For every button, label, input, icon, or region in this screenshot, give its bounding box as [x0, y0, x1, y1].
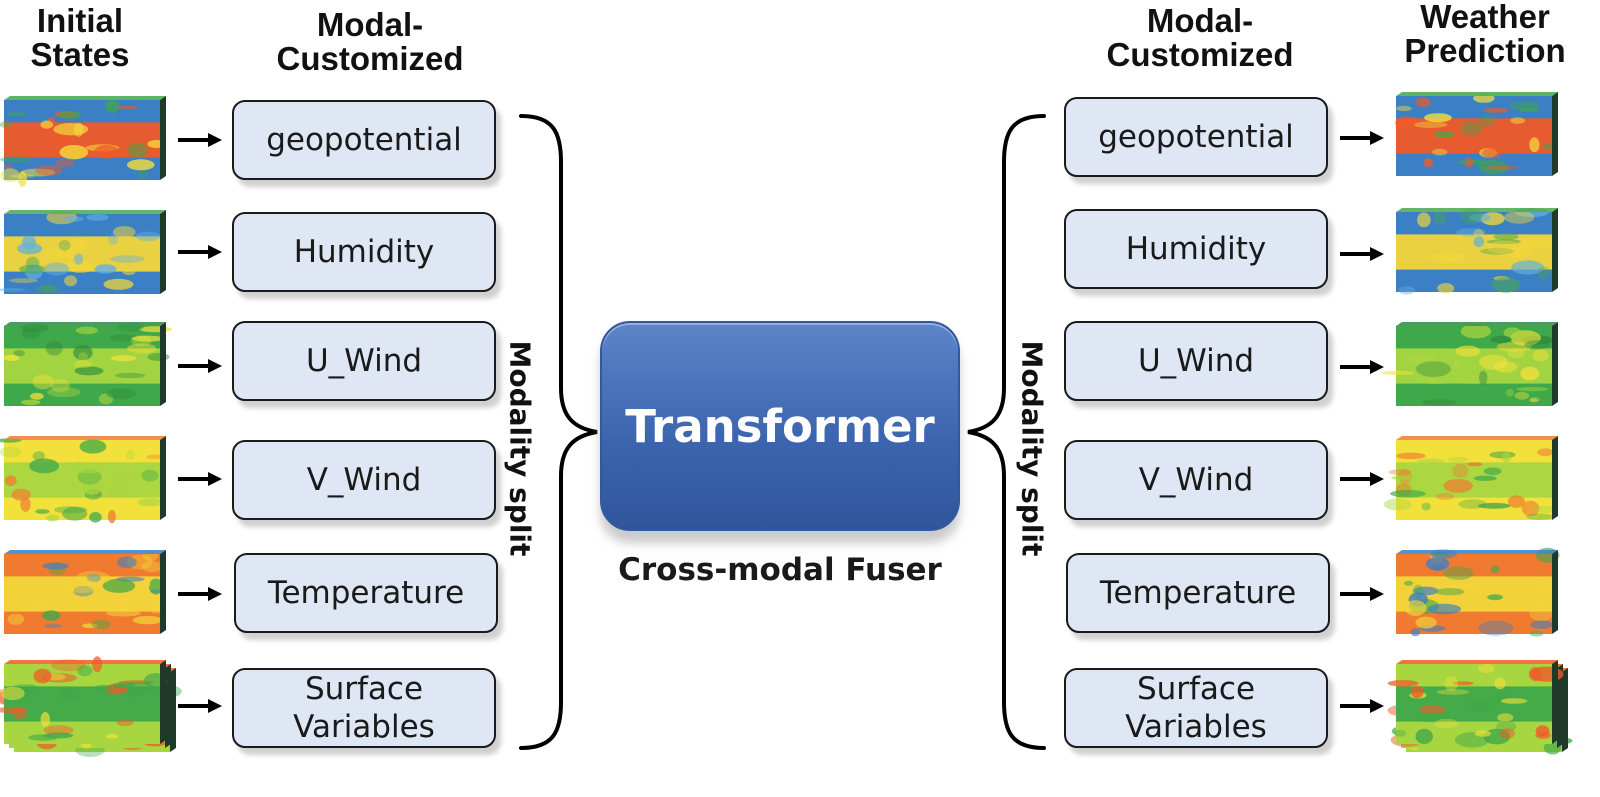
arrow-right-icon — [1340, 587, 1384, 601]
map-layer — [0, 656, 167, 744]
arrow-right-icon — [178, 472, 222, 486]
output-thumbnail-u-wind — [1381, 322, 1558, 406]
map-layer — [1396, 547, 1560, 637]
header-line: Modal- — [316, 6, 424, 43]
left-modality-box-u-wind: U_Wind — [232, 321, 496, 401]
input-thumbnail-temperature — [4, 550, 167, 634]
modality-label: U_Wind — [1137, 343, 1255, 379]
modality-split-label-right: Modality split — [1015, 340, 1049, 557]
arrow-right-icon — [178, 133, 222, 147]
header-line: Initial — [36, 2, 124, 39]
modality-label: Temperature — [267, 575, 465, 611]
map-layer — [0, 210, 166, 294]
map-layer — [0, 436, 166, 524]
right-modality-box-geopotential: geopotential — [1064, 97, 1328, 177]
map-layer — [3, 322, 173, 406]
left-curly-brace — [519, 114, 598, 750]
modality-label: Humidity — [1125, 231, 1267, 267]
map-layer — [1396, 208, 1558, 295]
header-line: Customized — [1106, 36, 1294, 73]
output-thumbnail-v-wind — [1383, 436, 1559, 520]
arrow-right-icon — [1340, 472, 1384, 486]
map-layer — [1387, 660, 1564, 748]
modality-label: Variables — [293, 709, 435, 745]
header-line: Customized — [276, 40, 464, 77]
output-thumbnail-geopotential — [1395, 92, 1559, 176]
left-modality-box-surface-variables: Surface Variables — [232, 668, 496, 748]
arrow-right-icon — [178, 699, 222, 713]
map-layer — [1383, 436, 1559, 520]
left-modality-box-geopotential: geopotential — [232, 100, 496, 180]
arrow-right-icon — [1340, 360, 1384, 374]
transformer-label: Transformer — [625, 399, 935, 453]
output-thumbnail-humidity — [1396, 208, 1558, 295]
right-modality-box-v-wind: V_Wind — [1064, 440, 1328, 520]
modality-label: geopotential — [266, 122, 462, 158]
output-thumbnail-surface — [1387, 660, 1573, 755]
modality-label: geopotential — [1098, 119, 1294, 155]
arrow-right-icon — [1340, 131, 1384, 145]
right-modality-box-temperature: Temperature — [1066, 553, 1330, 633]
modality-label: V_Wind — [1138, 462, 1254, 498]
modality-label: Temperature — [1099, 575, 1297, 611]
input-thumbnail-v-wind — [0, 436, 166, 524]
header-modal-customized-right: Modal- Customized — [1075, 4, 1325, 72]
modality-label: Variables — [1125, 709, 1267, 745]
input-thumbnail-u-wind — [3, 322, 173, 406]
map-layer — [0, 96, 167, 187]
right-modality-box-humidity: Humidity — [1064, 209, 1328, 289]
input-thumbnail-humidity — [0, 210, 166, 294]
map-layer — [4, 550, 167, 634]
left-modality-box-temperature: Temperature — [234, 553, 498, 633]
header-line: Prediction — [1404, 32, 1566, 69]
modality-label: Humidity — [293, 234, 435, 270]
arrow-right-icon — [178, 359, 222, 373]
arrow-right-icon — [1340, 247, 1384, 261]
map-layer — [1381, 322, 1558, 406]
right-curly-brace — [967, 114, 1046, 750]
map-layer — [1395, 92, 1559, 176]
modality-label: U_Wind — [305, 343, 423, 379]
arrow-right-icon — [1340, 699, 1384, 713]
left-modality-box-humidity: Humidity — [232, 212, 496, 292]
modality-label: V_Wind — [306, 462, 422, 498]
modality-split-label-left: Modality split — [503, 340, 537, 557]
cross-modal-fuser-label: Cross-modal Fuser — [618, 552, 942, 588]
transformer-block: Transformer — [600, 321, 960, 531]
header-line: Modal- — [1146, 2, 1254, 39]
modality-label: Surface — [1136, 671, 1256, 707]
output-thumbnail-temperature — [1396, 547, 1560, 637]
header-line: States — [30, 36, 130, 73]
arrow-right-icon — [178, 587, 222, 601]
right-modality-box-u-wind: U_Wind — [1064, 321, 1328, 401]
header-line: Weather — [1420, 0, 1550, 35]
header-initial-states: Initial States — [10, 4, 150, 72]
header-weather-prediction: Weather Prediction — [1390, 0, 1580, 68]
left-modality-box-v-wind: V_Wind — [232, 440, 496, 520]
right-modality-box-surface-variables: Surface Variables — [1064, 668, 1328, 748]
header-modal-customized-left: Modal- Customized — [245, 8, 495, 76]
input-thumbnail-surface — [0, 656, 182, 757]
arrow-right-icon — [178, 245, 222, 259]
input-thumbnail-geopotential — [0, 96, 167, 187]
modality-label: Surface — [304, 671, 424, 707]
